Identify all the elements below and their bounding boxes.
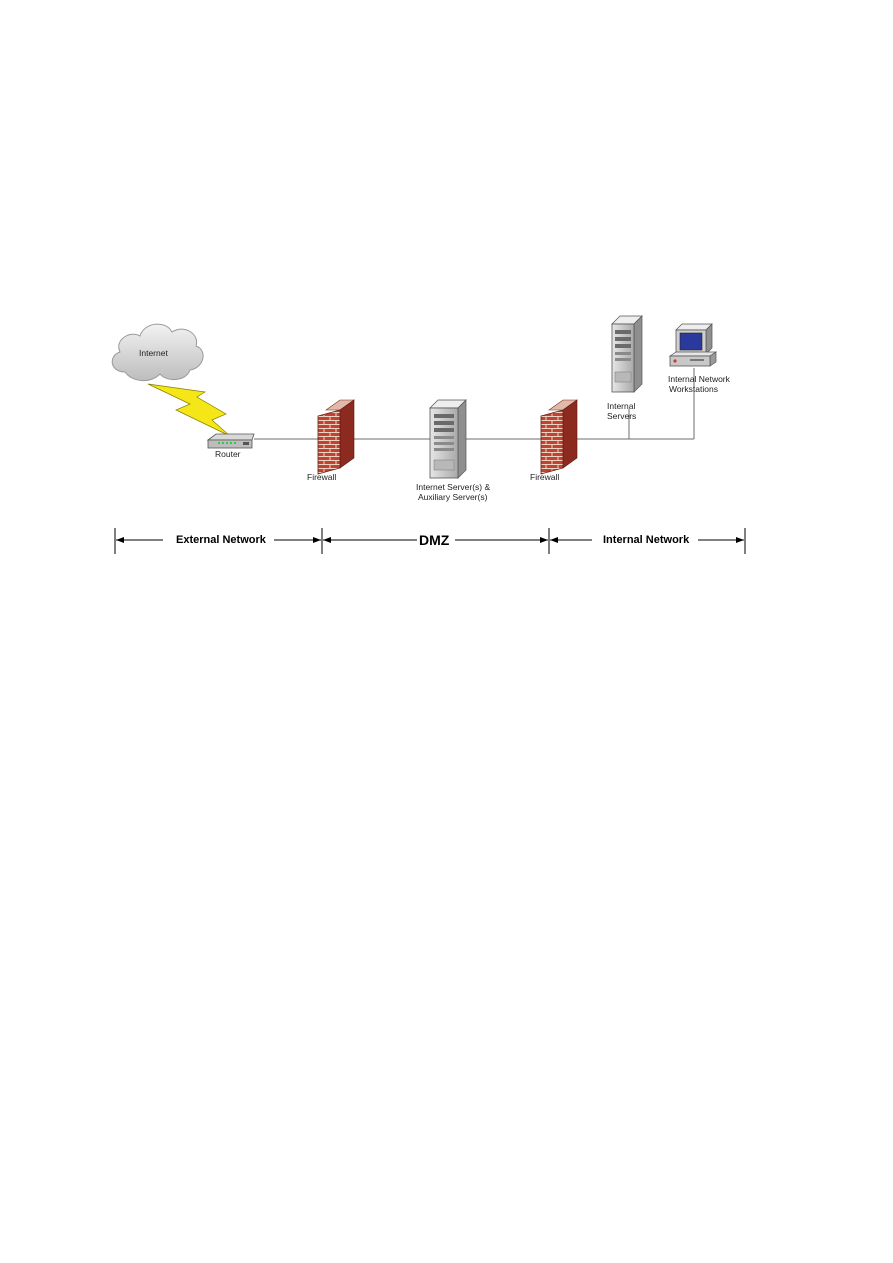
zone-boundaries: [114, 528, 746, 554]
workstations-label-line2: Workstations: [669, 384, 718, 394]
internal-server-icon: [611, 315, 643, 393]
firewall-right-label: Firewall: [530, 472, 559, 482]
dmz-server-icon: [429, 399, 467, 479]
firewall-left-label: Firewall: [307, 472, 336, 482]
internet-cloud-icon: Internet: [111, 323, 204, 381]
firewall-right-icon: [540, 399, 578, 475]
router-icon: [206, 433, 255, 449]
external-network-label: External Network: [176, 534, 267, 546]
internal-servers-label-line1: Internal: [607, 401, 635, 411]
lightning-bolt-icon: [147, 383, 231, 437]
dmz-label: DMZ: [419, 532, 450, 548]
workstations-label-line1: Internal Network: [668, 374, 731, 384]
internet-label: Internet: [139, 348, 168, 358]
internal-servers-label-line2: Servers: [607, 411, 636, 421]
dmz-server-label-line2: Auxiliary Server(s): [418, 492, 488, 502]
router-label: Router: [215, 449, 241, 459]
workstation-icon: [668, 323, 718, 367]
dmz-server-label-line1: Internet Server(s) &: [416, 482, 490, 492]
firewall-left-icon: [317, 399, 355, 475]
internal-network-label: Internal Network: [603, 534, 690, 546]
